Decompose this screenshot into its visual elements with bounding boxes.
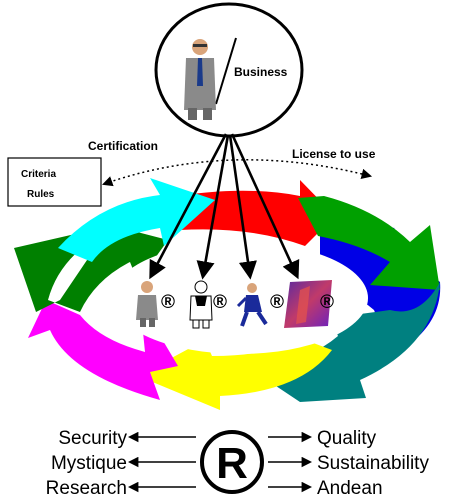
attr-andean: Andean [317,478,383,498]
registered-mark-1: ® [161,292,175,313]
criteria-rules-box: Criteria Rules [7,157,102,207]
color-cycle-ring [14,178,441,410]
central-registered-mark: R [200,430,264,494]
licensees-row: ® ® ® ® [136,280,334,329]
cycle-arrow-red [170,180,335,246]
criteria-label: Criteria [21,169,56,180]
rules-label: Rules [27,189,55,200]
attr-quality: Quality [317,428,377,449]
registered-mark-3: ® [270,292,284,313]
central-registered-letter: R [216,439,248,488]
registered-mark-4: ® [320,292,334,313]
business-node: Business [154,2,304,138]
certification-label: Certification [88,139,158,153]
attr-sustainability: Sustainability [317,453,429,474]
license-label: License to use [292,147,376,161]
cycle-arrow-green-right [298,196,440,290]
cycle-arrow-cyan [58,178,215,262]
right-attribute-arrows [268,431,313,493]
licensee-runner-icon [236,283,268,327]
left-attribute-arrows [127,431,196,493]
licensee-chef-icon [189,280,213,329]
registered-mark-2: ® [213,292,227,313]
attr-security: Security [58,428,127,449]
licensee-businessman-icon [136,281,158,327]
cycle-arrow-dark-green [14,225,168,312]
cycle-arrow-yellow [138,338,332,410]
businessman-icon [184,39,216,120]
business-label: Business [234,65,288,79]
attr-mystique: Mystique [51,453,127,474]
cycle-arrow-magenta [28,300,178,400]
attr-research: Research [46,478,127,498]
business-to-licensees-arrows [149,133,300,280]
licensee-product-photo [284,280,332,328]
